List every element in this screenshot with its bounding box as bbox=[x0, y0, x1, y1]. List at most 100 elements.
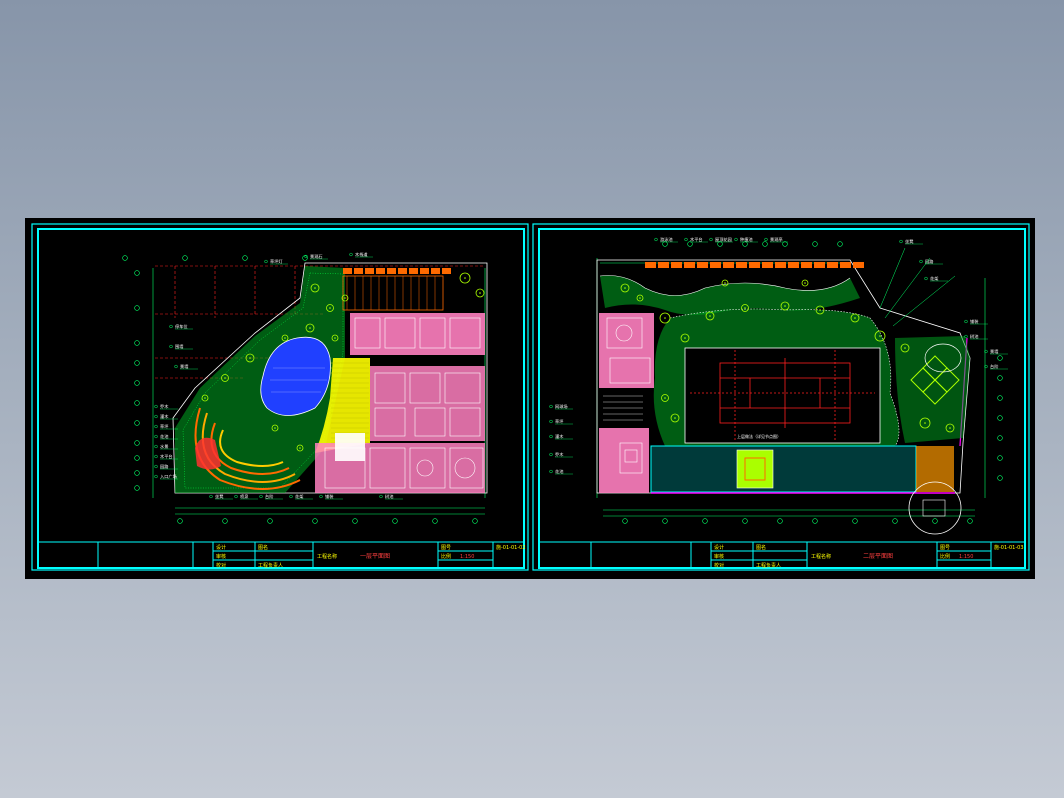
tree-symbol bbox=[919, 417, 931, 429]
tree-trunk bbox=[299, 447, 301, 449]
planter-box bbox=[697, 262, 708, 268]
annotation-label: 花池 bbox=[555, 468, 564, 475]
right-building-hatch bbox=[603, 395, 643, 421]
room-outline bbox=[444, 372, 481, 404]
label-marker bbox=[209, 494, 213, 499]
tree-trunk bbox=[329, 307, 331, 309]
grid-bubble bbox=[122, 255, 128, 261]
grid-bubble bbox=[997, 355, 1003, 361]
label-marker bbox=[154, 454, 158, 459]
annotation-label: 树池 bbox=[385, 493, 394, 500]
grid-bubble bbox=[134, 380, 140, 386]
tree-symbol bbox=[670, 413, 680, 423]
tree-symbol bbox=[201, 394, 209, 402]
left-title-block-text: 设计 审核 校对 图名 工程负责人 工程名称 图号 比例 1:150 施-01-… bbox=[216, 544, 526, 569]
label-marker bbox=[154, 424, 158, 429]
label-marker bbox=[154, 404, 158, 409]
annotation-label: 屋顶花园 bbox=[715, 236, 732, 243]
annotation-label: 坐凳 bbox=[905, 238, 914, 245]
right-top-planting-outline bbox=[599, 275, 851, 296]
grid-bubble bbox=[242, 255, 248, 261]
right-pool-grid bbox=[650, 445, 917, 493]
grid-bubble bbox=[182, 255, 188, 261]
tree-trunk bbox=[664, 397, 666, 399]
left-scale-value: 1:150 bbox=[460, 554, 474, 560]
right-title-block-text: 设计 审核 校对 图名 工程负责人 工程名称 图号 比例 1:150 施-01-… bbox=[714, 544, 1024, 569]
right-building-lower bbox=[599, 428, 649, 493]
tree-trunk bbox=[709, 315, 711, 317]
right-project-label: 工程名称 bbox=[811, 553, 831, 560]
left-tb-label-3: 校对 bbox=[216, 562, 226, 569]
planter-box bbox=[398, 268, 407, 274]
tree-trunk bbox=[674, 417, 676, 419]
grid-bubble bbox=[134, 400, 140, 406]
tree-symbol bbox=[815, 305, 825, 315]
grid-bubble bbox=[997, 375, 1003, 381]
tree-symbol bbox=[661, 394, 669, 402]
tree-trunk bbox=[344, 297, 346, 299]
label-marker bbox=[154, 474, 158, 479]
annotation-label: 草坪 bbox=[555, 418, 563, 425]
label-marker bbox=[549, 419, 553, 424]
label-marker bbox=[654, 237, 658, 242]
tree-trunk bbox=[274, 427, 276, 429]
tree-symbol bbox=[326, 304, 334, 312]
grid-bubble bbox=[777, 518, 783, 524]
grid-bubble bbox=[932, 518, 938, 524]
label-marker bbox=[984, 364, 988, 369]
grid-bubble bbox=[352, 518, 358, 524]
annotation-label: 园路 bbox=[160, 463, 169, 470]
annotation-label: 铺装 bbox=[325, 493, 334, 500]
label-marker bbox=[379, 494, 383, 499]
planter-box bbox=[645, 262, 656, 268]
right-pool-right-block bbox=[916, 446, 954, 492]
grid-bubble bbox=[782, 241, 788, 247]
tree-symbol bbox=[245, 353, 255, 363]
right-sheet-border bbox=[532, 223, 1030, 571]
label-marker bbox=[549, 404, 553, 409]
tree-trunk bbox=[664, 317, 666, 319]
left-pergola bbox=[342, 275, 444, 311]
right-tb-label-5: 工程负责人 bbox=[756, 562, 781, 569]
annotation-label: 台阶 bbox=[265, 493, 274, 500]
left-amphitheater bbox=[194, 407, 301, 490]
tree-symbol bbox=[305, 323, 315, 333]
tree-trunk bbox=[904, 347, 906, 349]
right-top-planting bbox=[600, 275, 860, 315]
right-code: 施-01-01-03 bbox=[994, 544, 1024, 551]
grid-bubble bbox=[997, 395, 1003, 401]
room-outline bbox=[324, 447, 366, 489]
planter-box bbox=[343, 268, 352, 274]
grid-bubble bbox=[812, 241, 818, 247]
right-tb-label-4: 图名 bbox=[756, 544, 766, 551]
annotation-label: 树池 bbox=[970, 333, 979, 340]
right-pool-center-inner bbox=[744, 457, 766, 481]
planter-box bbox=[775, 262, 786, 268]
left-tb-label-4: 图名 bbox=[258, 544, 268, 551]
label-marker bbox=[984, 349, 988, 354]
grid-bubble bbox=[134, 270, 140, 276]
label-marker bbox=[764, 237, 768, 242]
label-marker bbox=[549, 469, 553, 474]
label-marker bbox=[304, 254, 308, 259]
room-outline bbox=[414, 407, 446, 437]
room-outline bbox=[354, 317, 381, 349]
right-scale-label: 比例 bbox=[940, 553, 950, 560]
tree-trunk bbox=[334, 337, 336, 339]
right-tb-label-1: 设计 bbox=[714, 544, 724, 551]
tree-symbol bbox=[659, 312, 671, 324]
room-outline bbox=[369, 447, 406, 489]
room-outline bbox=[409, 447, 446, 489]
left-plan: 乔木灌木草坪花池水景木平台园路入口广场停车位围墙景墙坐凳喷泉台阶花架铺装树池草坪… bbox=[122, 251, 488, 524]
cad-viewport[interactable]: 设计 审核 校对 图名 工程负责人 工程名称 图号 比例 1:150 施-01-… bbox=[25, 218, 1035, 579]
cad-drawing: 设计 审核 校对 图名 工程负责人 工程名称 图号 比例 1:150 施-01-… bbox=[31, 223, 1030, 571]
right-leaders bbox=[879, 247, 956, 327]
annotation-label: 花架 bbox=[930, 275, 938, 282]
planter-box bbox=[853, 262, 864, 268]
annotation-label: 铺装 bbox=[970, 318, 979, 325]
planter-box bbox=[723, 262, 734, 268]
tree-trunk bbox=[624, 287, 626, 289]
room-outline bbox=[449, 407, 481, 437]
left-trees bbox=[201, 272, 485, 452]
right-sheet-inner-border bbox=[538, 228, 1026, 569]
